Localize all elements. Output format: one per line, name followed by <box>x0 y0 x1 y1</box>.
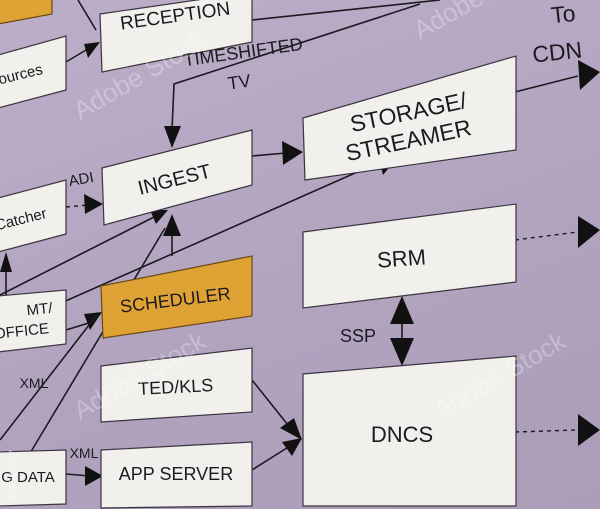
line-app-to-dncs <box>251 445 291 471</box>
arrowhead-ssp-up <box>390 296 414 324</box>
line-diag-to-ingest-1 <box>0 213 161 296</box>
arrowhead-ssp-down <box>390 338 414 366</box>
label-xml-bottom: XML <box>70 445 99 461</box>
box-office <box>0 289 67 353</box>
label-adi: ADI <box>67 169 95 190</box>
box-app-server <box>100 441 253 509</box>
label-dncs: DNCS <box>371 422 433 447</box>
label-ted-kls: TED/KLS <box>138 375 214 399</box>
box-storage-streamer <box>302 55 517 181</box>
box-ingest <box>101 129 253 226</box>
line-timeshifted-to-ingest <box>171 3 421 131</box>
line-dncs-out <box>514 429 579 433</box>
label-srm: SRM <box>376 244 427 272</box>
box-ted-kls <box>100 347 253 423</box>
label-cdn: CDN <box>531 37 583 68</box>
line-top-left <box>77 0 97 31</box>
line-catcher-to-ingest <box>65 204 89 208</box>
arrowhead-catcher-up <box>0 252 12 272</box>
boxes: RECEPTION sources INGEST STORAGE/ STREAM… <box>0 0 517 509</box>
watermark-text-2: Adobe Stock <box>408 0 552 45</box>
line-reception-right <box>251 0 441 21</box>
arrowhead-dncs-2 <box>282 438 302 456</box>
label-office-line2: OFFICE <box>0 320 50 343</box>
label-app-server: APP SERVER <box>119 464 233 484</box>
label-g-data: G DATA <box>1 469 55 486</box>
box-scheduler <box>100 255 253 339</box>
arrowhead-cdn <box>578 60 600 90</box>
label-tv: TV <box>226 71 252 94</box>
arrowhead-ingest-top <box>164 126 181 148</box>
arrowhead-app-server <box>85 466 103 486</box>
arrowhead-srm-out <box>578 216 600 248</box>
arrowhead-reception <box>84 42 100 58</box>
label-xml-left: XML <box>20 375 49 391</box>
arrowhead-ingest-left <box>84 194 103 214</box>
label-office-line1: MT/ <box>26 300 54 320</box>
arrowhead-ingest-from-scheduler <box>163 214 181 236</box>
box-sources <box>0 35 67 109</box>
label-ssp: SSP <box>340 326 376 346</box>
watermark-id: #19582797 <box>8 450 19 500</box>
box-top-left-orange <box>0 0 53 25</box>
line-ted-to-dncs <box>251 379 293 431</box>
box-reception <box>99 0 253 73</box>
line-ingest-to-storage <box>251 152 287 157</box>
label-to: To <box>550 0 577 28</box>
arrowhead-storage <box>282 141 303 165</box>
box-catcher <box>0 179 67 253</box>
line-diag-to-ingest-2 <box>19 227 166 471</box>
line-srm-out <box>514 231 579 241</box>
arrowhead-dncs-1 <box>280 418 302 440</box>
box-g-data <box>0 449 67 507</box>
box-srm <box>302 203 517 309</box>
arrowhead-dncs-out <box>578 414 600 446</box>
arrowhead-ingest-bottom <box>150 210 168 224</box>
line-storage-to-cdn <box>514 75 579 93</box>
line-xml-diag <box>0 315 97 441</box>
box-dncs <box>302 355 517 507</box>
